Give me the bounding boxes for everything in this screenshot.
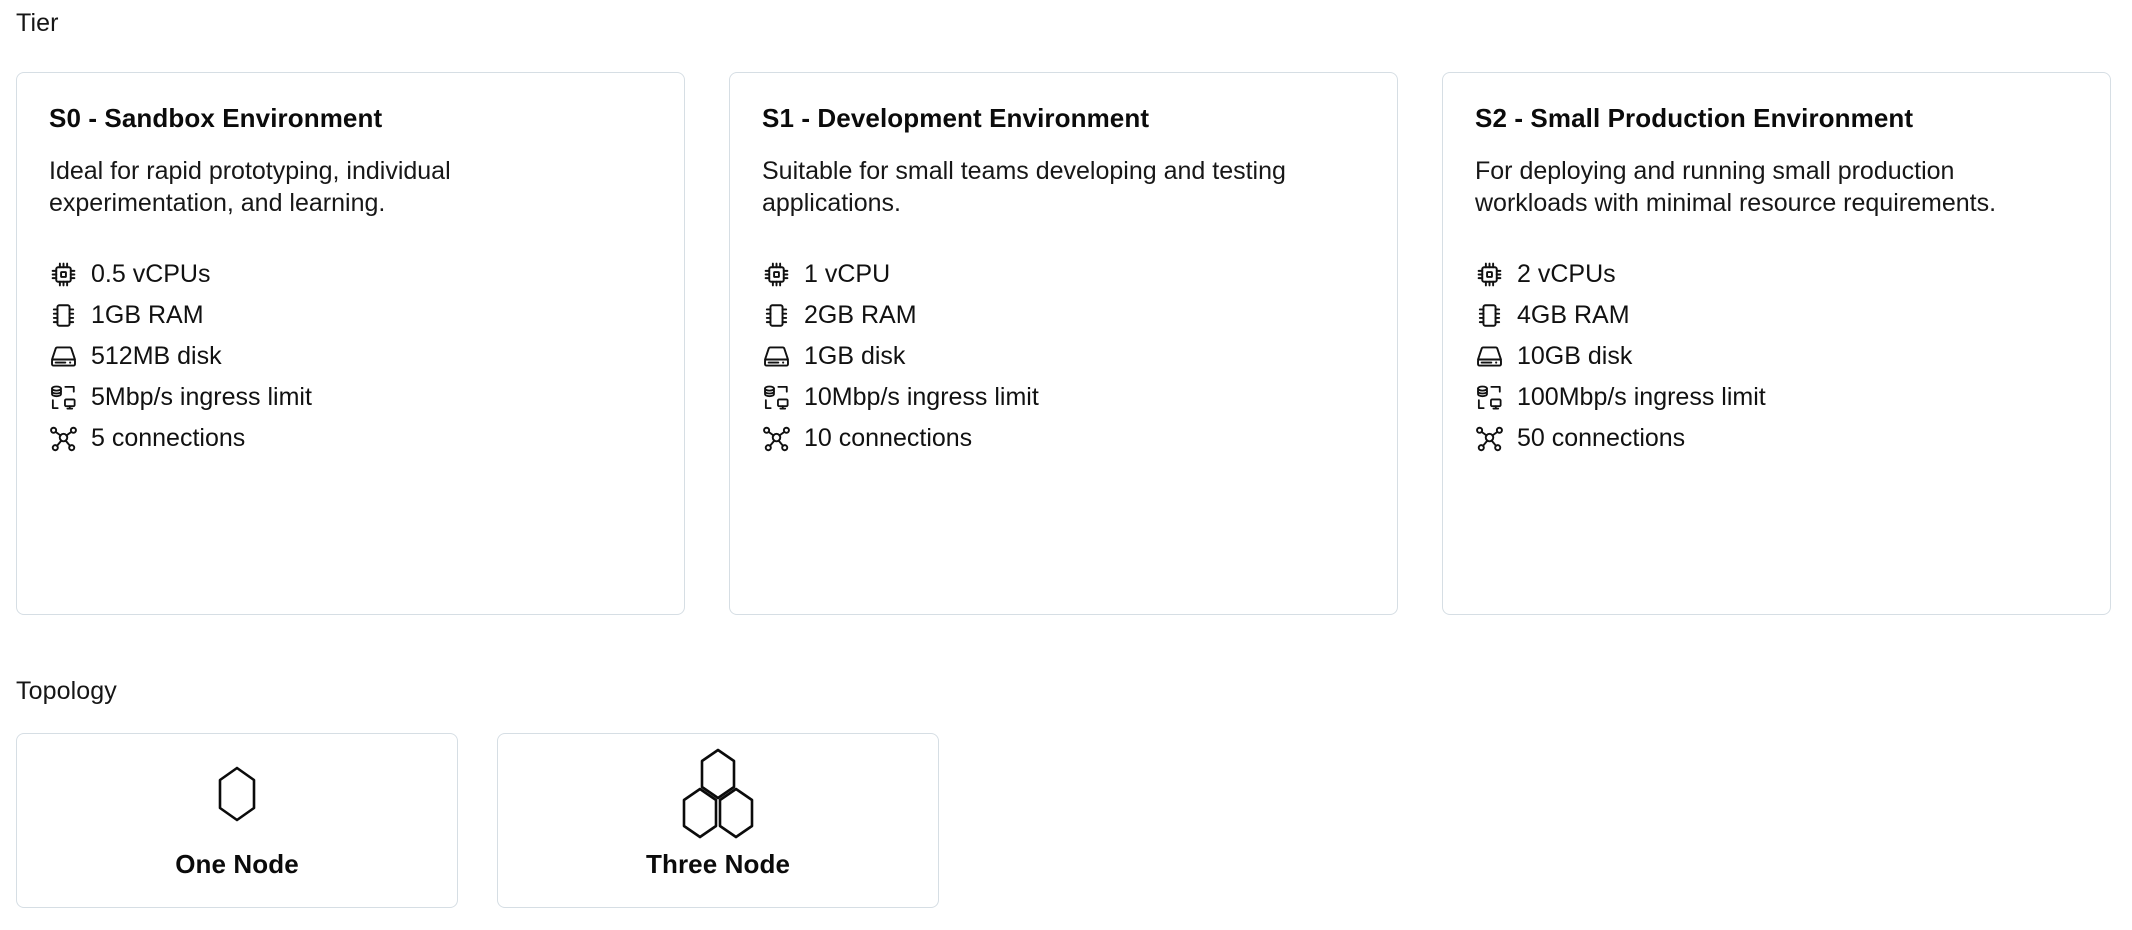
spec-row-connections: 50 connections bbox=[1475, 418, 2078, 459]
connections-icon bbox=[1475, 424, 1504, 453]
tier-card-s0[interactable]: S0 - Sandbox Environment Ideal for rapid… bbox=[16, 72, 685, 615]
tier-card-description: Suitable for small teams developing and … bbox=[762, 157, 1286, 218]
spec-row-ingress: 100Mbp/s ingress limit bbox=[1475, 377, 2078, 418]
spec-label: 10 connections bbox=[804, 424, 973, 453]
memory-icon bbox=[762, 301, 791, 330]
tier-spec-list: 1 vCPU 2GB RAM bbox=[762, 254, 1365, 459]
spec-label: 512MB disk bbox=[91, 342, 222, 371]
memory-icon bbox=[49, 301, 78, 330]
spec-label: 5Mbp/s ingress limit bbox=[91, 383, 312, 412]
spec-row-disk: 10GB disk bbox=[1475, 336, 2078, 377]
spec-row-memory: 2GB RAM bbox=[762, 295, 1365, 336]
spec-row-disk: 1GB disk bbox=[762, 336, 1365, 377]
topology-card-label: One Node bbox=[175, 849, 299, 879]
disk-icon bbox=[762, 342, 791, 371]
spec-label: 2 vCPUs bbox=[1517, 260, 1616, 289]
spec-row-cpu: 1 vCPU bbox=[762, 254, 1365, 295]
three-hexagon-icon bbox=[677, 748, 759, 839]
spec-label: 5 connections bbox=[91, 424, 246, 453]
spec-label: 100Mbp/s ingress limit bbox=[1517, 383, 1766, 412]
tier-card-s1[interactable]: S1 - Development Environment Suitable fo… bbox=[729, 72, 1398, 615]
spec-row-memory: 4GB RAM bbox=[1475, 295, 2078, 336]
ingress-icon bbox=[762, 383, 791, 412]
topology-card-three-node[interactable]: Three Node bbox=[497, 733, 939, 908]
tier-card-title: S0 - Sandbox Environment bbox=[49, 103, 383, 133]
spec-label: 1GB RAM bbox=[91, 301, 204, 330]
spec-label: 1GB disk bbox=[804, 342, 906, 371]
spec-label: 50 connections bbox=[1517, 424, 1686, 453]
spec-row-disk: 512MB disk bbox=[49, 336, 652, 377]
spec-row-cpu: 0.5 vCPUs bbox=[49, 254, 652, 295]
topology-card-label: Three Node bbox=[645, 849, 791, 879]
tier-spec-list: 2 vCPUs 4GB RAM bbox=[1475, 254, 2078, 459]
ingress-icon bbox=[49, 383, 78, 412]
spec-label: 10Mbp/s ingress limit bbox=[804, 383, 1039, 412]
cpu-icon bbox=[49, 260, 78, 289]
spec-row-cpu: 2 vCPUs bbox=[1475, 254, 2078, 295]
spec-row-ingress: 5Mbp/s ingress limit bbox=[49, 377, 652, 418]
cpu-icon bbox=[1475, 260, 1504, 289]
disk-icon bbox=[49, 342, 78, 371]
tier-card-list: S0 - Sandbox Environment Ideal for rapid… bbox=[16, 72, 2111, 615]
disk-icon bbox=[1475, 342, 1504, 371]
spec-row-connections: 10 connections bbox=[762, 418, 1365, 459]
cpu-icon bbox=[762, 260, 791, 289]
spec-label: 2GB RAM bbox=[804, 301, 917, 330]
spec-row-connections: 5 connections bbox=[49, 418, 652, 459]
spec-label: 0.5 vCPUs bbox=[91, 260, 211, 289]
one-hexagon-icon bbox=[216, 761, 258, 827]
topology-card-one-node[interactable]: One Node bbox=[16, 733, 458, 908]
connections-icon bbox=[762, 424, 791, 453]
spec-label: 1 vCPU bbox=[804, 260, 891, 289]
tier-card-title: S2 - Small Production Environment bbox=[1475, 103, 1914, 133]
spec-row-ingress: 10Mbp/s ingress limit bbox=[762, 377, 1365, 418]
spec-label: 4GB RAM bbox=[1517, 301, 1630, 330]
memory-icon bbox=[1475, 301, 1504, 330]
tier-card-description: For deploying and running small producti… bbox=[1475, 157, 1997, 218]
spec-row-memory: 1GB RAM bbox=[49, 295, 652, 336]
tier-card-title: S1 - Development Environment bbox=[762, 103, 1150, 133]
connections-icon bbox=[49, 424, 78, 453]
topology-section-label: Topology bbox=[16, 677, 117, 705]
ingress-icon bbox=[1475, 383, 1504, 412]
spec-label: 10GB disk bbox=[1517, 342, 1633, 371]
tier-card-s2[interactable]: S2 - Small Production Environment For de… bbox=[1442, 72, 2111, 615]
topology-card-list: One Node Three Node bbox=[16, 733, 939, 908]
tier-spec-list: 0.5 vCPUs 1GB RAM bbox=[49, 254, 652, 459]
tier-card-description: Ideal for rapid prototyping, individual … bbox=[49, 157, 451, 218]
tier-section-label: Tier bbox=[16, 9, 59, 37]
